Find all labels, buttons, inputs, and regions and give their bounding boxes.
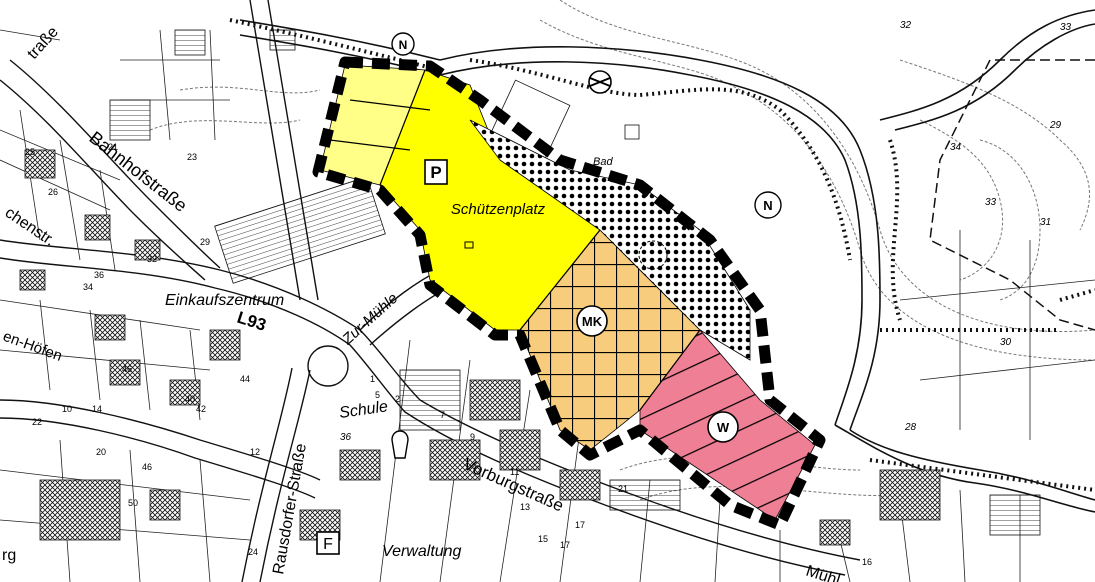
label-schule: Schule — [338, 398, 389, 422]
zone-code-w: W — [717, 420, 730, 435]
river-lines — [239, 9, 1095, 513]
label-schuetzenplatz: Schützenplatz — [451, 201, 546, 218]
contour-value: 31 — [1040, 217, 1051, 228]
house-number: 17 — [575, 520, 585, 530]
house-number: 21 — [108, 142, 118, 152]
house-number: 22 — [32, 417, 42, 427]
zone-markers: P MK W F N N — [316, 32, 782, 555]
mk-symbol: MK — [576, 305, 608, 337]
label-einkaufszentrum: Einkaufszentrum — [165, 292, 284, 309]
label-bad: Bad — [593, 156, 613, 168]
contour-value: 33 — [985, 197, 997, 208]
n-marker-1: N — [391, 32, 415, 56]
house-numbers: 2 21 23 29 32 34 26 25 15 17 16 40 42 44… — [25, 142, 872, 567]
house-number: 9 — [470, 432, 475, 442]
zone-code-mk: MK — [582, 314, 603, 329]
tree-symbol — [638, 240, 668, 270]
house-number: 44 — [240, 374, 250, 384]
house-number: 29 — [200, 237, 210, 247]
small-structure — [464, 241, 474, 249]
house-number: 23 — [187, 152, 197, 162]
house-number: 50 — [128, 498, 138, 508]
w-symbol: W — [707, 411, 739, 443]
house-number: 2 — [395, 394, 400, 404]
map-symbols — [391, 70, 668, 459]
house-number: 24 — [248, 547, 258, 557]
house-number: 42 — [196, 404, 206, 414]
plan-area-boundary — [312, 56, 826, 531]
marker-code-n-1: N — [399, 38, 408, 52]
f-symbol: F — [316, 531, 340, 555]
house-number: 34 — [83, 282, 93, 292]
contour-value: 34 — [950, 142, 962, 153]
house-number: 17 — [560, 540, 570, 550]
zone-green-dotted — [469, 119, 751, 361]
contour-value: 33 — [1060, 22, 1072, 33]
house-number: 5 — [375, 390, 380, 400]
house-number: 1 — [370, 374, 375, 384]
house-number: 10 — [62, 404, 72, 414]
contour-value: 30 — [1000, 337, 1012, 348]
contour-value: 29 — [1049, 120, 1062, 131]
house-number: 16 — [862, 557, 872, 567]
place-labels: Schützenplatz Einkaufszentrum Schule Ver… — [165, 156, 613, 560]
n-marker-2: N — [754, 191, 782, 219]
house-number: 46 — [122, 364, 132, 374]
zone-code-f: F — [323, 536, 333, 553]
house-number: 40 — [185, 394, 195, 404]
contour-value: 28 — [904, 422, 917, 433]
monument-symbol — [391, 430, 409, 459]
contour-values: 32 33 34 29 28 30 31 36 33 — [340, 20, 1072, 443]
house-number: 26 — [48, 187, 58, 197]
house-number: 25 — [25, 147, 35, 157]
parking-symbol: P — [424, 159, 448, 185]
bridge-symbol — [588, 70, 612, 94]
house-number: 12 — [250, 447, 260, 457]
house-number: 15 — [538, 534, 548, 544]
district-boundary-line — [929, 59, 1095, 331]
contour-value: 32 — [900, 20, 912, 31]
house-number: 11 — [510, 467, 519, 477]
house-number: 13 — [520, 502, 530, 512]
label-verwaltung: Verwaltung — [382, 543, 462, 560]
house-number: 46 — [142, 462, 152, 472]
house-number: 32 — [147, 254, 157, 264]
roundabout — [307, 345, 349, 387]
street-rg: rg — [2, 547, 16, 564]
contour-value: 36 — [340, 432, 352, 443]
house-number: 14 — [92, 404, 102, 414]
zone-code-p: P — [430, 163, 441, 182]
house-number: 36 — [94, 270, 104, 280]
zone-divider-lines — [329, 69, 701, 411]
marker-code-n-2: N — [763, 198, 772, 213]
house-number: 7 — [440, 410, 445, 420]
house-number: 20 — [96, 447, 106, 457]
house-number: 21 — [618, 484, 628, 494]
